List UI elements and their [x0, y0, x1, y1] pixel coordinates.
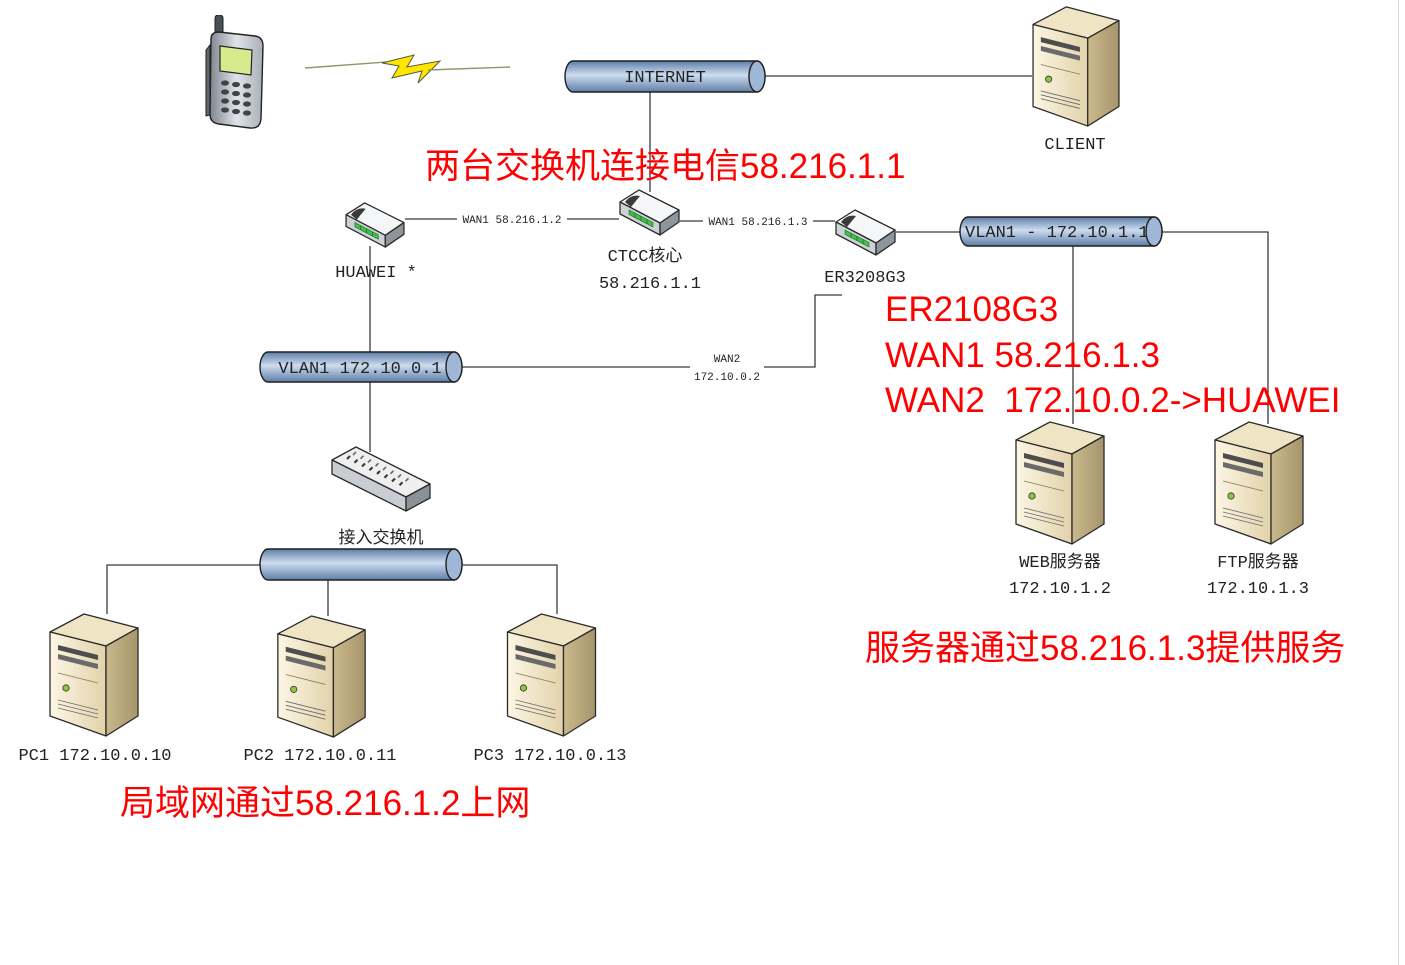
ethernet-bus-icon: [259, 548, 463, 581]
pc2-label: PC2 172.10.0.11: [243, 747, 396, 766]
link-label-huawei-ctcc: WAN1 58.216.1.2: [462, 215, 561, 227]
ctcc-core-router-icon: [619, 189, 680, 236]
link-lan-vlan-er: [462, 294, 842, 368]
annotation-ctcc-note: 两台交换机连接电信58.216.1.1: [425, 147, 905, 186]
pc3-server-icon: [506, 613, 597, 737]
access-switch-label: 接入交换机: [339, 528, 424, 549]
client-label: CLIENT: [1044, 136, 1105, 155]
server-vlan-bus: VLAN1 - 172.10.1.1: [959, 216, 1163, 247]
ctcc-core-ip: 58.216.1.1: [599, 275, 701, 294]
link-label-wan2-port: WAN2: [714, 354, 740, 366]
client-server-icon: [1032, 6, 1120, 127]
bus-end-cap: [1145, 216, 1163, 247]
link-bus-pc3: [462, 564, 558, 614]
wires: [106, 75, 1269, 616]
pc2-server-icon: [277, 615, 366, 738]
lan-vlan-label: VLAN1 172.10.0.1: [278, 360, 441, 379]
bus-end-cap: [445, 351, 463, 383]
pc3-label: PC3 172.10.0.13: [473, 747, 626, 766]
wireless-link: [304, 54, 511, 84]
huawei-label: HUAWEI *: [335, 264, 417, 283]
huawei-router-icon: [345, 202, 405, 248]
access-bus: [259, 548, 463, 581]
bus-end-cap: [748, 60, 766, 93]
annotation-router-wan1: WAN1 58.216.1.3: [885, 336, 1160, 375]
er-router-icon: [835, 209, 896, 256]
server-vlan-label: VLAN1 - 172.10.1.1: [965, 224, 1149, 243]
internet-label: INTERNET: [624, 69, 706, 88]
ftp-server-label: FTP服务器: [1217, 552, 1299, 573]
link-server-vlan-ftp: [1162, 231, 1269, 424]
ftp-server-icon: [1214, 421, 1304, 545]
annotation-router-wan2: WAN2 172.10.0.2->HUAWEI: [885, 381, 1341, 420]
annotation-router-model: ER2108G3: [885, 290, 1058, 329]
lightning-bolt-icon: [381, 54, 442, 84]
wireless-line-left: [304, 61, 387, 69]
lan-vlan-bus: VLAN1 172.10.0.1: [259, 351, 463, 383]
wireless-line-right: [427, 66, 511, 71]
web-server-ip: 172.10.1.2: [1009, 580, 1111, 599]
window-edge-line: [1398, 0, 1399, 965]
link-bus-pc1: [106, 564, 260, 614]
pc1-server-icon: [49, 613, 139, 737]
link-label-wan2-ip: 172.10.0.2: [694, 372, 760, 384]
web-server-icon: [1015, 421, 1105, 545]
ftp-server-ip: 172.10.1.3: [1207, 580, 1309, 599]
er-router-label: ER3208G3: [824, 269, 906, 288]
link-label-ctcc-er: WAN1 58.216.1.3: [708, 217, 807, 229]
internet-bus: INTERNET: [564, 60, 766, 93]
pc1-label: PC1 172.10.0.10: [18, 747, 171, 766]
bus-end-cap: [445, 548, 463, 581]
access-switch-icon: [330, 445, 432, 513]
mobile-phone-icon: [205, 15, 264, 129]
ctcc-core-label: CTCC核心: [608, 246, 683, 267]
annotation-server-note: 服务器通过58.216.1.3提供服务: [865, 629, 1345, 668]
annotation-lan-note: 局域网通过58.216.1.2上网: [120, 784, 530, 823]
web-server-label: WEB服务器: [1019, 552, 1101, 573]
